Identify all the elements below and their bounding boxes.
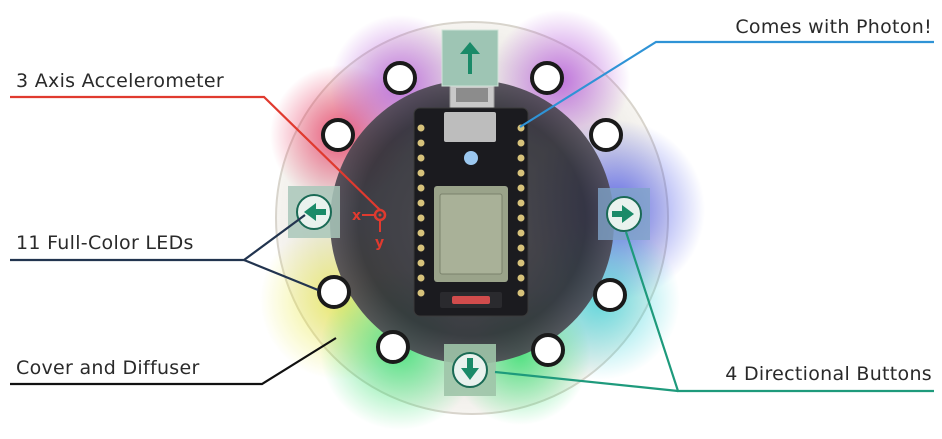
pin-left-11: [417, 274, 425, 282]
led-ring: [317, 61, 627, 367]
pin-left-8: [417, 229, 425, 237]
led-6: [593, 278, 627, 312]
pin-right-12: [517, 289, 525, 297]
pin-left-6: [417, 199, 425, 207]
pin-right-5: [517, 184, 525, 192]
pin-left-2: [417, 139, 425, 147]
pin-right-7: [517, 214, 525, 222]
pin-right-8: [517, 229, 525, 237]
leds-callout-line-2: [243, 258, 319, 292]
label-photon: Comes with Photon!: [735, 16, 932, 38]
pin-left-4: [417, 169, 425, 177]
pin-right-2: [517, 139, 525, 147]
callout-lines: [10, 40, 934, 393]
axis-x-label: x: [352, 208, 361, 224]
led-5: [317, 275, 351, 309]
pin-left-1: [417, 124, 425, 132]
button-down[interactable]: [444, 344, 496, 396]
led-8: [531, 333, 565, 367]
led-2: [530, 61, 564, 95]
pin-left-5: [417, 184, 425, 192]
pin-left-10: [417, 259, 425, 267]
button-left[interactable]: [288, 186, 340, 238]
led-4: [589, 118, 623, 152]
buttons-callout-line-2: [494, 370, 679, 393]
pin-left-7: [417, 214, 425, 222]
button-right[interactable]: [598, 188, 650, 240]
pin-right-10: [517, 259, 525, 267]
photon-board: [413, 107, 529, 317]
pin-left-12: [417, 289, 425, 297]
pin-right-11: [517, 274, 525, 282]
pin-right-9: [517, 244, 525, 252]
pin-right-3: [517, 154, 525, 162]
photon-pins: [417, 124, 525, 297]
cover-callout-line: [10, 337, 337, 386]
led-7: [376, 330, 410, 364]
led-3: [321, 118, 355, 152]
label-buttons: 4 Directional Buttons: [725, 363, 932, 385]
accelerometer-callout-line: [10, 95, 381, 211]
pin-left-3: [417, 154, 425, 162]
axis-y-label: y: [375, 235, 384, 251]
pin-left-9: [417, 244, 425, 252]
label-accelerometer: 3 Axis Accelerometer: [16, 70, 224, 92]
label-cover: Cover and Diffuser: [16, 357, 200, 379]
button-up[interactable]: [441, 29, 499, 87]
led-1: [383, 61, 417, 95]
label-leds: 11 Full-Color LEDs: [16, 232, 194, 254]
pin-right-6: [517, 199, 525, 207]
accelerometer-marker: x y: [352, 208, 387, 251]
photon-callout-line: [519, 40, 934, 128]
pin-right-4: [517, 169, 525, 177]
